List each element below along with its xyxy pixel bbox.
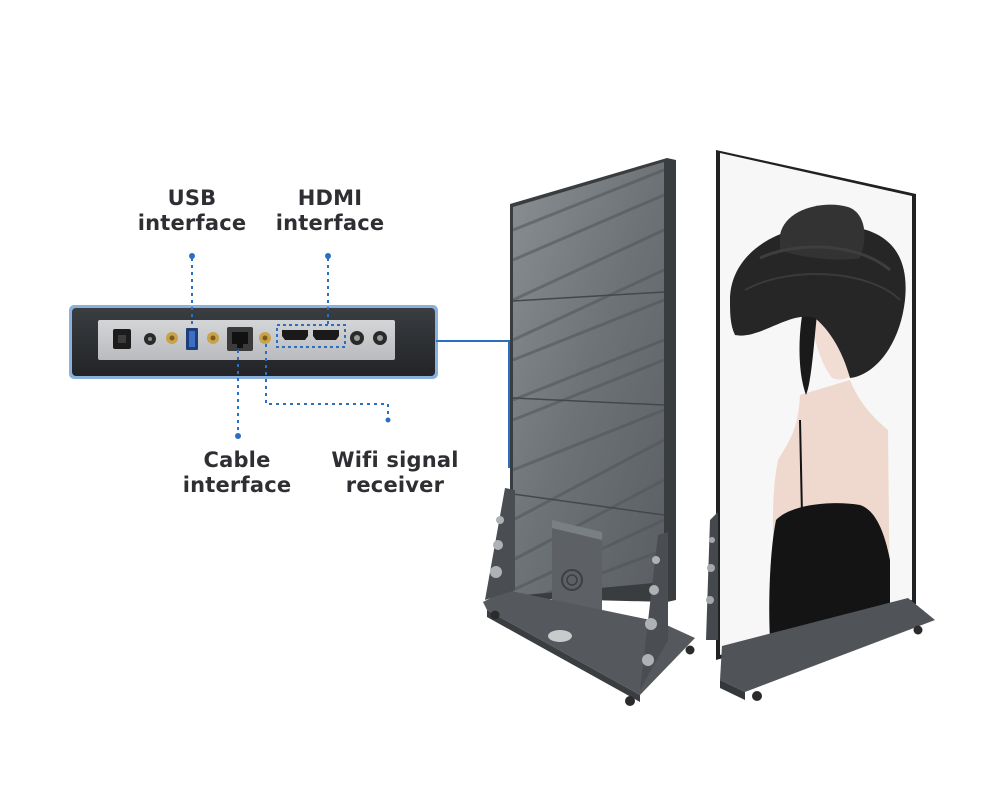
- right-support-bracket: [640, 532, 668, 690]
- callout-dots: [189, 253, 391, 439]
- cable-interface-label: Cable interface: [172, 448, 302, 498]
- display-back-view: [483, 158, 695, 706]
- usb-label-line1: USB: [167, 186, 217, 210]
- front-support-bracket: [706, 512, 718, 640]
- display-front-view: [706, 150, 935, 701]
- hdmi-port-icon: [282, 330, 308, 340]
- cable-label-line1: Cable: [203, 448, 271, 472]
- hdmi-port-icon: [313, 330, 339, 340]
- speaker-grille-icon: [561, 569, 583, 591]
- hat-brim: [730, 225, 906, 378]
- callout-lines: [191, 258, 389, 434]
- hdmi-label-line2: interface: [275, 211, 385, 235]
- hdmi-interface-label: HDMI interface: [266, 186, 394, 236]
- poster-image-woman-in-hat: [730, 204, 906, 640]
- wifi-receiver-label: Wifi signal receiver: [320, 448, 470, 498]
- usb-label-line2: interface: [137, 211, 247, 235]
- front-base-plate: [720, 598, 935, 692]
- wifi-label-line1: Wifi signal: [331, 448, 459, 472]
- cable-label-line2: interface: [182, 473, 292, 497]
- wifi-label-line2: receiver: [345, 473, 445, 497]
- hdmi-label-line1: HDMI: [297, 186, 363, 210]
- connector-line: [436, 340, 510, 468]
- usb-interface-label: USB interface: [128, 186, 256, 236]
- interface-panel: [69, 305, 438, 379]
- base-plate: [483, 590, 695, 695]
